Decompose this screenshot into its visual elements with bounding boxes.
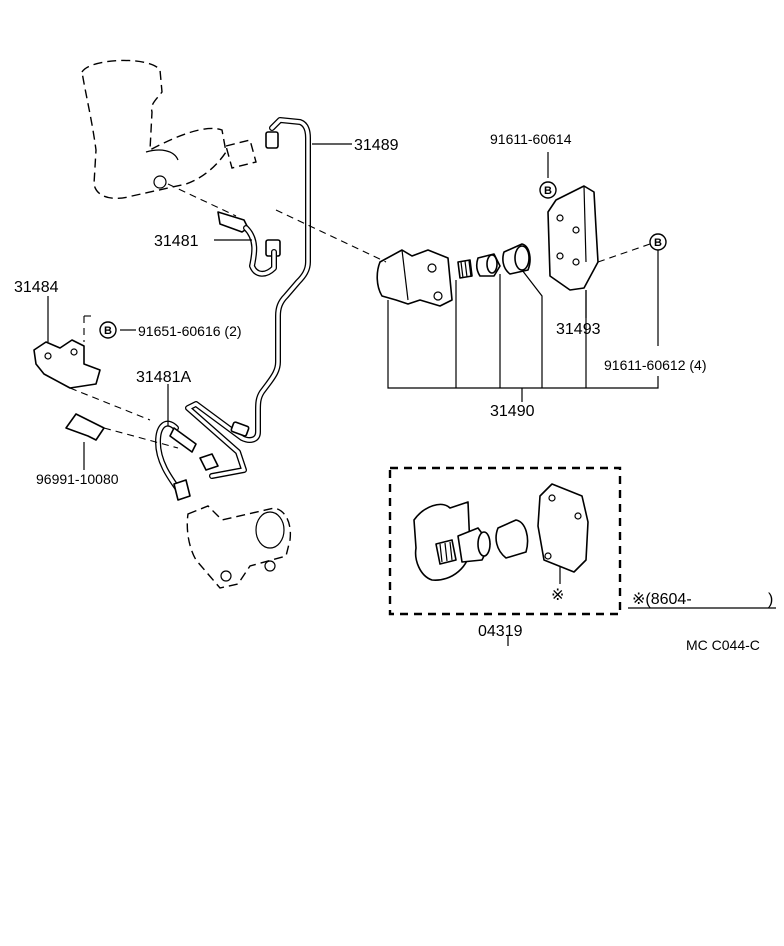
clip-96991-10080[interactable] (65, 413, 105, 441)
dashed-relation-lines (69, 183, 651, 449)
label-91651-60616: 91651-60616 (2) (138, 323, 242, 339)
bracket-31493[interactable] (547, 185, 599, 291)
fastener-marker-b-bolt-60616: B (99, 321, 117, 339)
fastener-marker-b-bolt-60614: B (539, 181, 557, 199)
label-91611-60612: 91611-60612 (4) (604, 357, 706, 373)
fastener-marker-b-bolt-60612: B (649, 233, 667, 251)
label-31493: 31493 (556, 321, 601, 338)
kit-applicability-note-close: ) (768, 591, 773, 608)
release-cylinder-reference (186, 505, 292, 589)
label-04319: 04319 (478, 623, 523, 640)
clutch-line-tube-31489[interactable] (185, 117, 311, 479)
label-91611-60614: 91611-60614 (490, 131, 572, 147)
clutch-master-cylinder-reference (81, 59, 257, 200)
svg-text:B: B (104, 325, 112, 337)
label-31490: 31490 (490, 403, 535, 420)
release-cylinder-piston[interactable] (475, 253, 501, 277)
label-31481: 31481 (154, 233, 199, 250)
release-cylinder-boot[interactable] (502, 243, 531, 275)
label-31484: 31484 (14, 279, 59, 296)
release-cylinder-spring[interactable] (457, 259, 473, 279)
kit-mark-symbol: ※ (551, 587, 564, 604)
kit-applicability-note: ※(8604- (632, 591, 692, 608)
clutch-release-cylinder-body[interactable] (376, 249, 453, 307)
leader-lines (47, 143, 776, 646)
repair-kit-04319[interactable] (388, 466, 622, 616)
label-96991-10080: 96991-10080 (36, 471, 119, 487)
label-31489: 31489 (354, 137, 399, 154)
clutch-flexible-hose-31481A[interactable] (155, 420, 219, 501)
label-31481A: 31481A (136, 369, 191, 386)
bracket-31484[interactable] (33, 339, 101, 389)
diagram-code: MC C044-C (686, 637, 760, 653)
svg-text:B: B (544, 185, 552, 197)
svg-text:B: B (654, 237, 662, 249)
clutch-flexible-hose-31481[interactable] (217, 211, 277, 277)
